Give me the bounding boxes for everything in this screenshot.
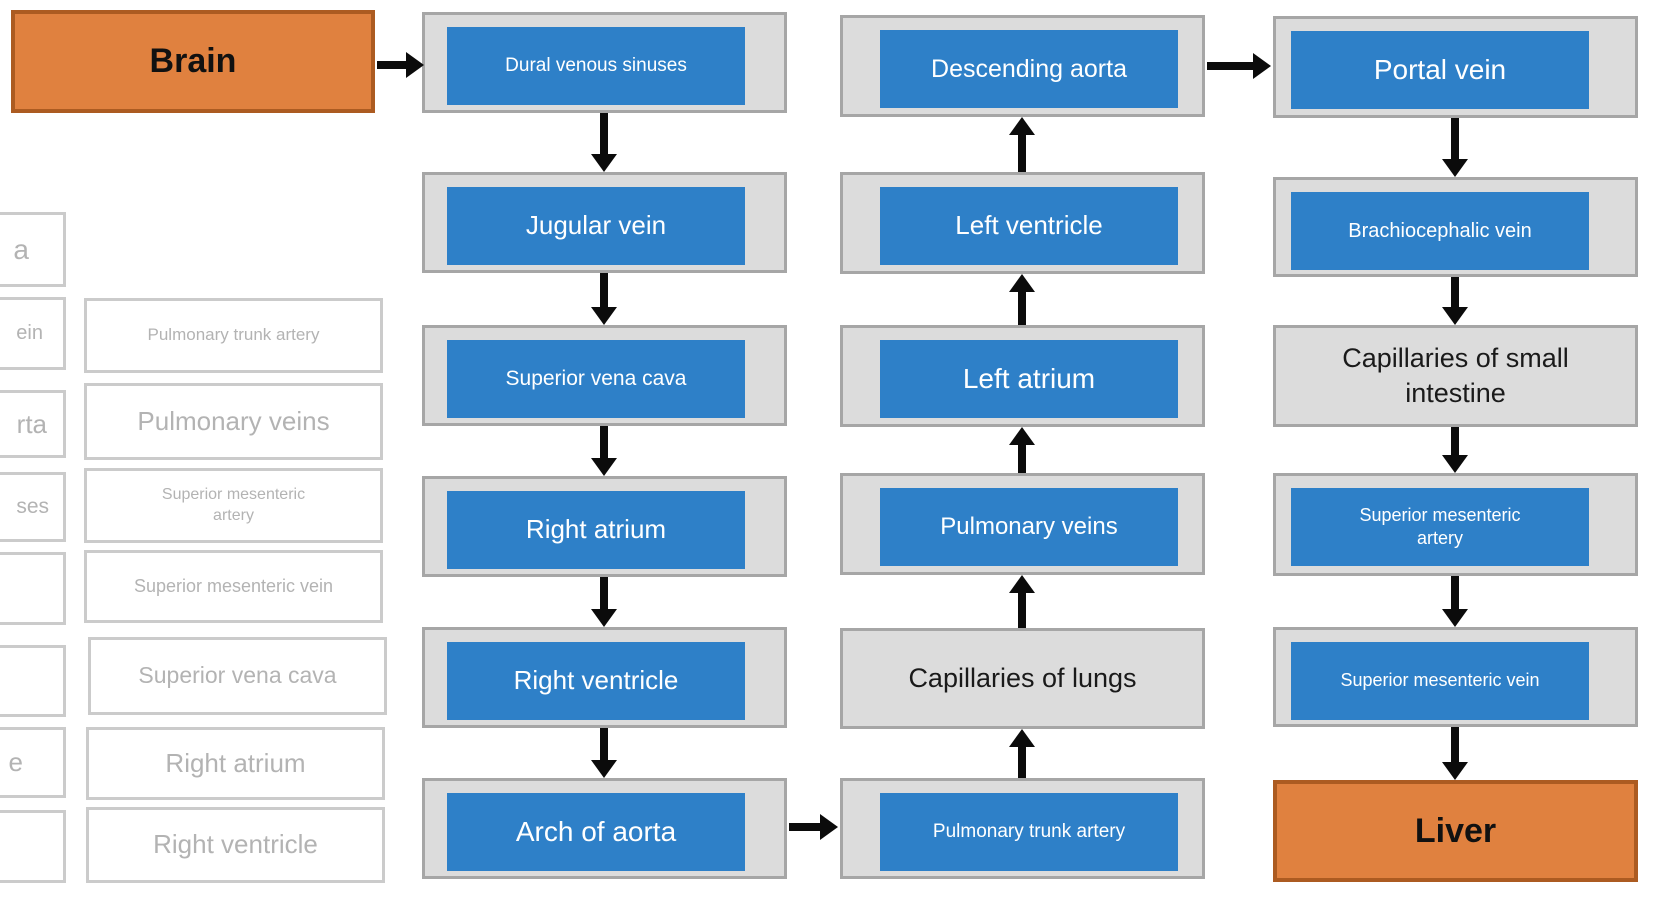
bank-item-superior-vena-cava[interactable]: Superior vena cava (88, 637, 387, 715)
bank-item-cutoff-5[interactable] (0, 552, 66, 625)
bank-item-superior-mesenteric-artery[interactable]: Superior mesenteric artery (84, 468, 383, 543)
chip-pulmonary-veins[interactable]: Pulmonary veins (880, 488, 1178, 566)
chip-superior-vena-cava[interactable]: Superior vena cava (447, 340, 745, 418)
bank-item-fragment: rta (16, 408, 47, 439)
chip-label: Arch of aorta (515, 815, 677, 847)
chip-superior-mesenteric-artery[interactable]: Superior mesenteric artery (1291, 488, 1589, 566)
chip-descending-aorta[interactable]: Descending aorta (880, 30, 1178, 108)
chip-label: Dural venous sinuses (505, 54, 687, 76)
chip-arch-of-aorta[interactable]: Arch of aorta (447, 793, 745, 871)
chip-label: Pulmonary trunk artery (932, 820, 1126, 842)
chip-label: Left atrium (962, 362, 1096, 394)
chip-jugular-vein[interactable]: Jugular vein (447, 187, 745, 265)
chip-pulmonary-trunk-artery[interactable]: Pulmonary trunk artery (880, 793, 1178, 871)
bank-item-cutoff-6[interactable] (0, 645, 66, 717)
chip-brachiocephalic-vein[interactable]: Brachiocephalic vein (1291, 192, 1589, 270)
bank-item-cutoff-3[interactable]: rta (0, 390, 66, 458)
chip-portal-vein[interactable]: Portal vein (1291, 31, 1589, 109)
arrow-up-icon (1009, 729, 1035, 778)
chip-label: Pulmonary veins (940, 513, 1118, 541)
slot-left-atrium[interactable]: Left atrium (840, 325, 1205, 427)
bank-item-pulmonary-trunk-artery[interactable]: Pulmonary trunk artery (84, 298, 383, 373)
arrow-down-icon (1442, 576, 1468, 627)
slot-jugular-vein[interactable]: Jugular vein (422, 172, 787, 273)
bank-item-fragment: e (8, 747, 23, 777)
arrow-down-icon (1442, 277, 1468, 325)
chip-left-atrium[interactable]: Left atrium (880, 340, 1178, 418)
arrow-down-icon (1442, 427, 1468, 473)
chip-right-atrium[interactable]: Right atrium (447, 491, 745, 569)
bank-item-right-atrium[interactable]: Right atrium (86, 727, 385, 800)
slot-superior-mesenteric-artery[interactable]: Superior mesenteric artery (1273, 473, 1638, 576)
bank-item-cutoff-4[interactable]: ses (0, 472, 66, 542)
bank-item-cutoff-2[interactable]: ein (0, 297, 66, 370)
bank-item-label: Superior vena cava (138, 662, 337, 689)
slot-portal-vein[interactable]: Portal vein (1273, 16, 1638, 118)
slot-right-ventricle[interactable]: Right ventricle (422, 627, 787, 728)
brain-node: Brain (11, 10, 375, 113)
chip-label: Superior mesenteric vein (1340, 670, 1540, 691)
chip-label: Portal vein (1373, 53, 1507, 85)
slot-superior-mesenteric-vein[interactable]: Superior mesenteric vein (1273, 627, 1638, 727)
arrow-right-icon (377, 52, 424, 78)
bank-item-cutoff-8[interactable] (0, 810, 66, 883)
bank-item-fragment: a (13, 233, 29, 265)
bank-item-label: Pulmonary trunk artery (147, 325, 320, 345)
slot-left-ventricle[interactable]: Left ventricle (840, 172, 1205, 274)
bank-item-right-ventricle[interactable]: Right ventricle (86, 807, 385, 883)
arrow-right-icon (789, 814, 838, 840)
arrow-up-icon (1009, 117, 1035, 172)
chip-label: Superior vena cava (505, 367, 687, 391)
arrow-up-icon (1009, 274, 1035, 325)
chip-label: Right ventricle (513, 665, 679, 696)
chip-label: Jugular vein (525, 210, 667, 241)
bank-item-fragment: ein (16, 322, 43, 344)
liver-label: Liver (1414, 811, 1497, 850)
arrow-up-icon (1009, 575, 1035, 628)
slot-superior-vena-cava[interactable]: Superior vena cava (422, 325, 787, 426)
bank-item-label: Superior mesenteric vein (133, 575, 334, 596)
chip-label: Brachiocephalic vein (1348, 220, 1532, 242)
arrow-down-icon (591, 728, 617, 778)
slot-dural-venous-sinuses[interactable]: Dural venous sinuses (422, 12, 787, 113)
slot-descending-aorta[interactable]: Descending aorta (840, 15, 1205, 117)
slot-pulmonary-trunk-artery[interactable]: Pulmonary trunk artery (840, 778, 1205, 879)
arrow-down-icon (591, 113, 617, 172)
chip-label: Right atrium (525, 514, 667, 545)
arrow-down-icon (1442, 118, 1468, 177)
fixed-node-capillaries-of-small-intestine: Capillaries of small intestine (1273, 325, 1638, 427)
bank-item-label: Pulmonary veins (137, 405, 330, 436)
chip-left-ventricle[interactable]: Left ventricle (880, 187, 1178, 265)
arrow-up-icon (1009, 427, 1035, 473)
chip-label: Left ventricle (955, 210, 1103, 241)
arrow-down-icon (1442, 727, 1468, 780)
arrow-right-icon (1207, 53, 1271, 79)
chip-label: Superior mesenteric artery (1359, 504, 1521, 548)
arrow-down-icon (591, 273, 617, 325)
bank-item-cutoff-7[interactable]: e (0, 727, 66, 798)
chip-right-ventricle[interactable]: Right ventricle (447, 642, 745, 720)
bank-item-label: Superior mesenteric artery (161, 485, 306, 524)
brain-label: Brain (149, 42, 237, 80)
bank-item-superior-mesenteric-vein[interactable]: Superior mesenteric vein (84, 550, 383, 623)
arrow-down-icon (591, 577, 617, 627)
fixed-node-label: Capillaries of small intestine (1342, 342, 1569, 408)
slot-right-atrium[interactable]: Right atrium (422, 476, 787, 577)
slot-arch-of-aorta[interactable]: Arch of aorta (422, 778, 787, 879)
fixed-node-capillaries-of-lungs: Capillaries of lungs (840, 628, 1205, 729)
bank-item-cutoff-1[interactable]: a (0, 212, 66, 287)
chip-dural-venous-sinuses[interactable]: Dural venous sinuses (447, 27, 745, 105)
slot-pulmonary-veins[interactable]: Pulmonary veins (840, 473, 1205, 575)
arrow-down-icon (591, 426, 617, 476)
chip-superior-mesenteric-vein[interactable]: Superior mesenteric vein (1291, 642, 1589, 720)
liver-node: Liver (1273, 780, 1638, 882)
slot-brachiocephalic-vein[interactable]: Brachiocephalic vein (1273, 177, 1638, 277)
bank-item-label: Right atrium (165, 747, 306, 778)
fixed-node-label: Capillaries of lungs (908, 662, 1137, 693)
chip-label: Descending aorta (931, 54, 1127, 83)
bank-item-pulmonary-veins[interactable]: Pulmonary veins (84, 383, 383, 460)
bank-item-label: Right ventricle (153, 829, 318, 860)
bank-item-fragment: ses (16, 495, 49, 518)
